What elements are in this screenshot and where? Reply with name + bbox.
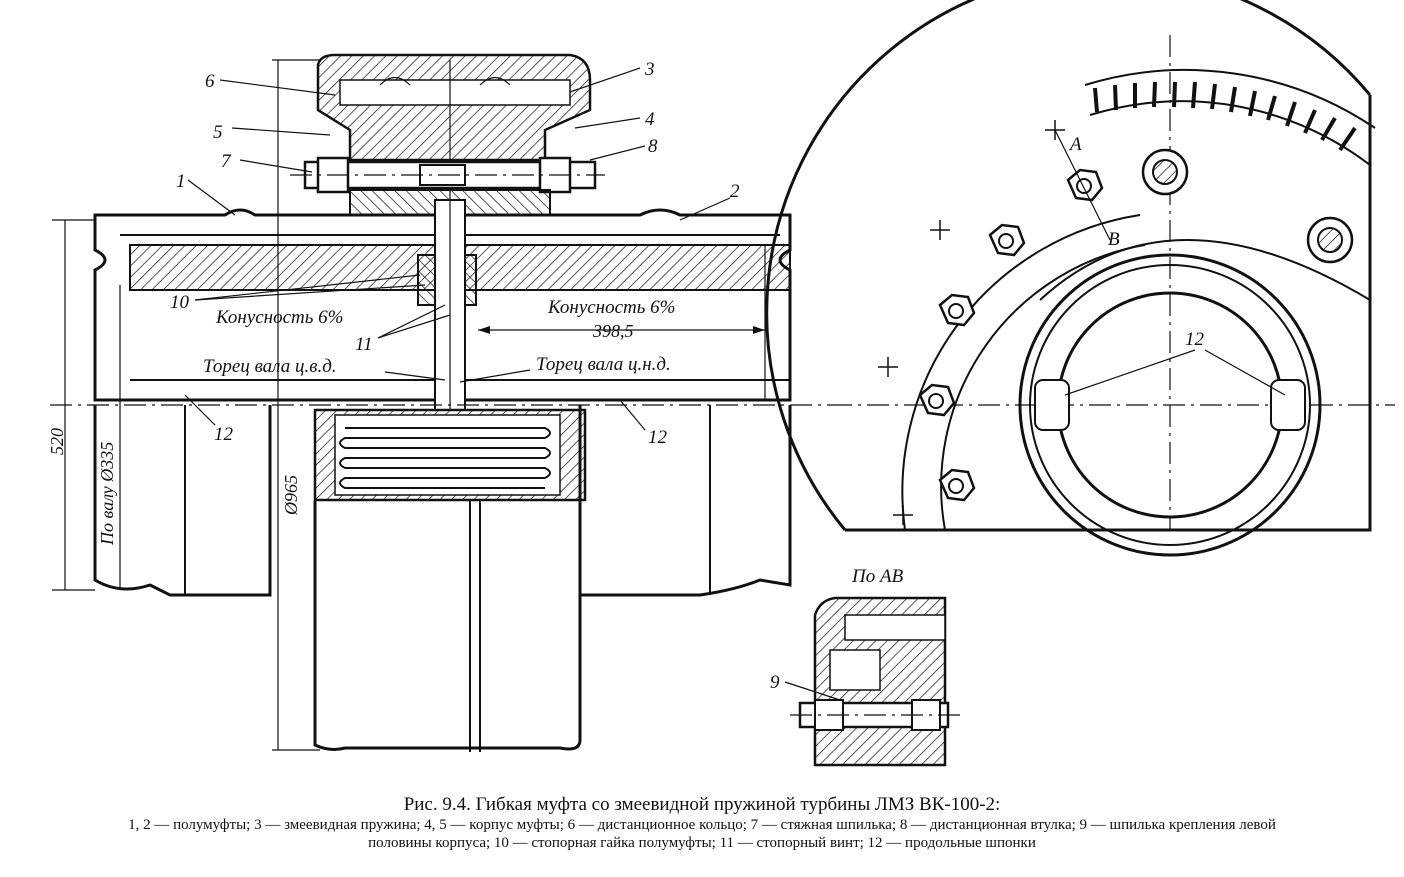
label-1: 1	[176, 171, 186, 192]
end-view: A B 12	[765, 0, 1395, 557]
dimension-shaft-diameter: По валу Ø335	[97, 442, 117, 546]
label-3: 3	[644, 59, 655, 80]
label-10: 10	[170, 292, 190, 313]
shaft-end-lp-label: Торец вала ц.н.д.	[536, 354, 671, 375]
label-12-end-view: 12	[1185, 329, 1205, 350]
label-12-right: 12	[648, 427, 668, 448]
spring-teeth	[1093, 81, 1357, 152]
dimension-520: 520	[47, 428, 67, 455]
caption-legend-line-2: половины корпуса; 10 — стопорная гайка п…	[368, 835, 1036, 851]
dimension-398-5: 398,5	[592, 321, 634, 341]
taper-left-label: Конусность 6%	[215, 307, 344, 328]
figure-caption: Рис. 9.4. Гибкая муфта со змеевидной пру…	[0, 794, 1404, 852]
sectional-view: 6 5 7 1 3 4 8 2 10 11 12 12 Конусность 6…	[47, 53, 830, 752]
section-ab-title: По AB	[851, 566, 904, 587]
point-b-label: B	[1108, 229, 1120, 250]
center-marks	[878, 120, 1065, 525]
shaft-end-hp-label: Торец вала ц.в.д.	[203, 356, 337, 377]
label-7: 7	[221, 151, 232, 172]
bolt-nuts	[918, 148, 1354, 502]
label-5: 5	[213, 122, 223, 143]
coupling-drawing: 6 5 7 1 3 4 8 2 10 11 12 12 Конусность 6…	[47, 0, 1395, 767]
caption-title: Рис. 9.4. Гибкая муфта со змеевидной пру…	[403, 794, 1001, 815]
label-2: 2	[730, 181, 740, 202]
section-ab-view: По AB 9	[770, 566, 960, 767]
caption-legend-line-1: 1, 2 — полумуфты; 3 — змеевидная пружина…	[128, 817, 1276, 833]
dimension-965: Ø965	[281, 475, 301, 516]
taper-right-label: Конусность 6%	[547, 297, 676, 318]
label-9: 9	[770, 672, 780, 693]
point-a-label: A	[1068, 134, 1082, 155]
label-8: 8	[648, 136, 658, 157]
label-6: 6	[205, 71, 215, 92]
label-12-left: 12	[214, 424, 234, 445]
label-11: 11	[355, 334, 373, 355]
label-4: 4	[645, 109, 655, 130]
